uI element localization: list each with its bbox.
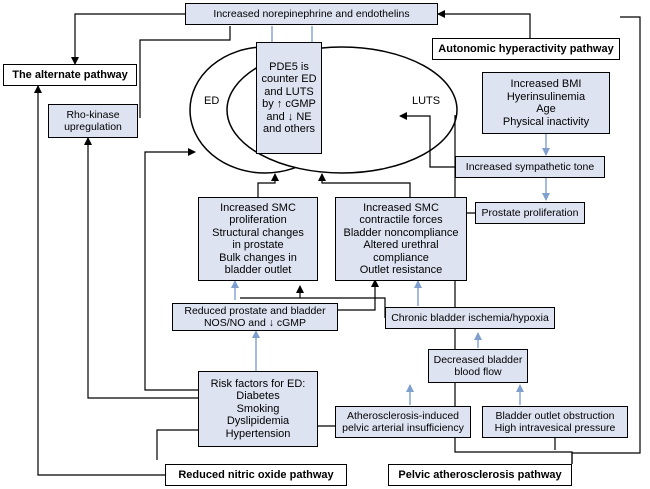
smc-contractile-box: Increased SMC contractile forces Bladder… <box>335 197 467 281</box>
norepinephrine-box: Increased norepinephrine and endothelins <box>185 3 438 25</box>
reduced-nos-line: Reduced prostate and bladder <box>184 304 326 317</box>
alternate-pathway-text: The alternate pathway <box>12 68 128 81</box>
arrow-pelvic-to-luts <box>454 115 573 464</box>
smc-prolif-line: in prostate <box>232 239 284 251</box>
nitric-pathway-box: Reduced nitric oxide pathway <box>165 464 347 486</box>
smc-prolif-line: bladder outlet <box>224 264 292 276</box>
smc-prolif-line: Increased SMC <box>220 201 296 214</box>
arrow-risk-to-rho <box>84 137 198 399</box>
prostate-proliferation-box: Prostate proliferation <box>475 202 585 224</box>
bmi-line: Increased BMI <box>510 78 582 90</box>
pde5-line: by ↑ cGMP <box>262 98 316 110</box>
pde5-line: counter ED <box>261 73 317 85</box>
decreased-flow-line: Decreased bladder <box>433 353 523 366</box>
reduced-nos-line: NOS/NO and ↓ cGMP <box>203 317 307 329</box>
arrow-nos-to-smc <box>335 279 379 311</box>
arrow-rho-to-ne <box>139 26 231 118</box>
risk-ed-box: Risk factors for ED: Diabetes Smoking Dy… <box>198 371 318 447</box>
risk-ed-line: Risk factors for ED: <box>210 377 306 390</box>
ed-label: ED <box>204 95 220 107</box>
arrow-ne-to-alternate <box>71 13 185 65</box>
nitric-pathway-text: Reduced nitric oxide pathway <box>178 468 334 481</box>
smc-prolif-line: proliferation <box>229 214 287 226</box>
smc-prolif-line: Structural changes <box>212 226 304 239</box>
outlet-obstruction-line: High intravesical pressure <box>494 422 616 434</box>
atherosclerosis-line: Atherosclerosis-induced <box>346 409 460 422</box>
sympathetic-tone-box: Increased sympathetic tone <box>455 156 605 178</box>
bmi-risk-box: Increased BMI Hyerinsulinemia Age Physic… <box>482 72 610 134</box>
outlet-obstruction-box: Bladder outlet obstruction High intraves… <box>482 406 628 438</box>
smc-contractile-line: Increased SMC <box>363 201 439 214</box>
decreased-flow-line: blood flow <box>454 366 502 378</box>
risk-ed-line: Hypertension <box>225 427 291 440</box>
pde5-line: PDE5 is <box>269 60 309 73</box>
risk-ed-line: Dyslipidemia <box>226 415 290 428</box>
rho-kinase-line: upregulation <box>64 121 122 133</box>
smc-proliferation-box: Increased SMC proliferation Structural c… <box>198 197 318 281</box>
arrow-nitric-to-alternate <box>34 85 165 476</box>
pde5-box: PDE5 is counter ED and LUTS by ↑ cGMP an… <box>256 42 322 154</box>
rho-kinase-line: Rho-kinase <box>66 108 120 121</box>
risk-ed-line: Diabetes <box>236 390 280 403</box>
smc-contractile-line: Outlet resistance <box>359 264 443 276</box>
pelvic-pathway-text: Pelvic atherosclerosis pathway <box>398 468 562 481</box>
ischemia-text: Chronic bladder ischemia/hypoxia <box>391 311 549 324</box>
smc-contractile-line: compliance <box>373 251 429 264</box>
bmi-line: Age <box>536 103 556 115</box>
arrow-autonomic-to-ne <box>437 10 531 40</box>
bmi-line: Physical inactivity <box>502 115 590 128</box>
alternate-pathway-box: The alternate pathway <box>3 64 137 86</box>
bmi-line: Hyerinsulinemia <box>506 90 586 103</box>
ischemia-box: Chronic bladder ischemia/hypoxia <box>385 307 555 329</box>
arrow-risk-to-ed <box>144 148 198 391</box>
arrow-sympathetic-to-luts <box>399 112 455 168</box>
pelvic-pathway-box: Pelvic atherosclerosis pathway <box>388 464 572 486</box>
rho-kinase-box: Rho-kinase upregulation <box>48 104 138 138</box>
outlet-obstruction-line: Bladder outlet obstruction <box>495 409 615 422</box>
line-risk-to-nitric <box>156 429 198 460</box>
arrow-smc-to-ed <box>257 173 279 197</box>
autonomic-pathway-box: Autonomic hyperactivity pathway <box>432 38 620 60</box>
luts-label: LUTS <box>412 95 441 107</box>
smc-contractile-line: Bladder noncompliance <box>343 226 459 239</box>
atherosclerosis-box: Atherosclerosis-induced pelvic arterial … <box>335 406 471 438</box>
norepinephrine-text: Increased norepinephrine and endothelins <box>213 7 410 20</box>
atherosclerosis-line: pelvic arterial insufficiency <box>342 422 464 434</box>
pde5-line: and ↓ NE <box>266 110 312 123</box>
autonomic-pathway-text: Autonomic hyperactivity pathway <box>438 42 614 55</box>
prostate-proliferation-text: Prostate proliferation <box>481 206 579 219</box>
smc-contractile-line: contractile forces <box>359 214 443 226</box>
pde5-line: and LUTS <box>264 85 314 98</box>
smc-prolif-line: Bulk changes in <box>219 251 297 264</box>
smc-contractile-line: Altered urethral <box>363 239 439 251</box>
risk-ed-line: Smoking <box>236 402 280 415</box>
sympathetic-tone-text: Increased sympathetic tone <box>465 160 595 173</box>
reduced-nos-box: Reduced prostate and bladder NOS/NO and … <box>172 303 338 331</box>
decreased-flow-box: Decreased bladder blood flow <box>428 349 528 383</box>
pde5-line: and others <box>263 123 315 135</box>
